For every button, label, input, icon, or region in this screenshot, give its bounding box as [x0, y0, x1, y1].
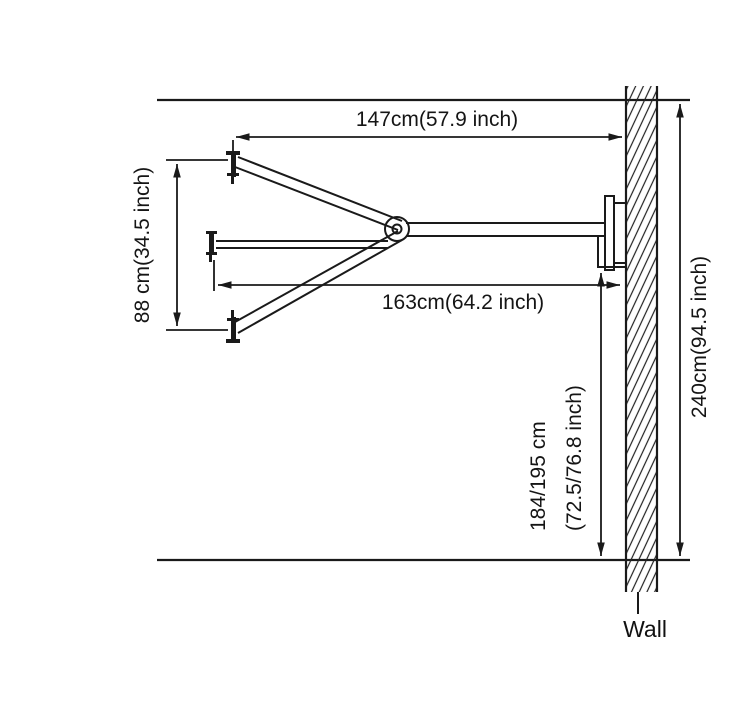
wall-section [624, 86, 659, 614]
lower-arm-edge-b [237, 239, 403, 334]
dim-left-height-label: 88 cm(34.5 inch) [131, 167, 154, 323]
dim-lower-height-label-line2: (72.5/76.8 inch) [563, 385, 586, 531]
wall-plate-outer [604, 195, 615, 271]
dim-mid-width-label: 163cm(64.2 inch) [382, 291, 544, 314]
wall-hatch [626, 86, 657, 592]
dimension-lines [166, 104, 684, 556]
pivot-joint-inner [391, 223, 403, 235]
labels: 147cm(57.9 inch) 88 cm(34.5 inch) 163cm(… [131, 108, 711, 642]
middle-clamp [206, 231, 217, 262]
wall-label: Wall [623, 616, 667, 642]
pivot-joint-outer [384, 216, 410, 242]
upper-arm-edge-a [237, 156, 403, 222]
dim-right-height-label: 240cm(94.5 inch) [688, 256, 711, 418]
upper-arm-edge-b [234, 166, 399, 231]
mount-bracket-step [597, 237, 626, 268]
frame-lines [157, 98, 690, 562]
bottom-clamp [226, 310, 240, 343]
dim-lower-height-label-line1: 184/195 cm [527, 421, 550, 531]
dim-top-width-label: 147cm(57.9 inch) [356, 108, 518, 131]
mount-arm-assembly [216, 156, 627, 334]
wall-plate-inner [613, 202, 627, 264]
lower-arm-edge-a [234, 230, 399, 323]
